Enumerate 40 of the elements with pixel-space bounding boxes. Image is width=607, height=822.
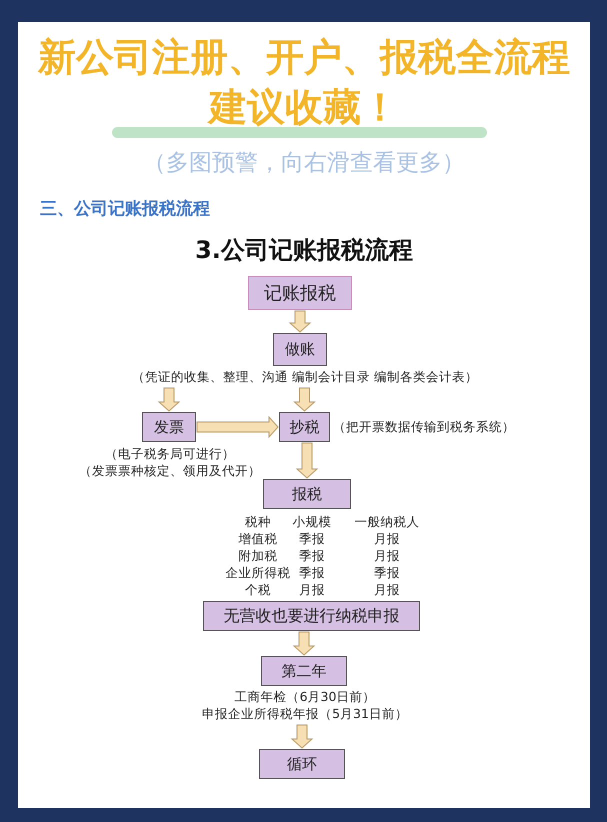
process-box: 循环: [259, 749, 345, 779]
process-box: 报税: [263, 479, 351, 509]
subtitle: （多图预警，向右滑查看更多）: [142, 149, 466, 178]
arrow: [292, 632, 316, 656]
table-cell: 企业所得税: [226, 565, 290, 581]
table-cell: 附加税: [238, 548, 278, 564]
page-title: 新公司注册、开户、报税全流程建议收藏！: [36, 34, 571, 131]
table-cell: 税种: [245, 514, 271, 530]
table-cell: 增值税: [238, 531, 278, 547]
note-text: （发票票种核定、领用及代开）: [78, 463, 262, 479]
arrow: [293, 388, 316, 412]
note-text: （把开票数据传输到税务系统）: [333, 419, 516, 435]
process-box: 抄税: [279, 412, 330, 442]
table-cell: 季报: [299, 565, 325, 581]
process-box: 第二年: [261, 656, 347, 686]
table-cell: 一般纳税人: [354, 514, 420, 530]
table-cell: 月报: [374, 582, 400, 598]
arrow: [158, 388, 180, 412]
table-cell: 月报: [299, 582, 325, 598]
arrow: [290, 724, 314, 749]
diagram-heading: 3.公司记账报税流程: [194, 235, 414, 266]
table-cell: 小规模: [292, 514, 332, 530]
table-cell: 月报: [374, 531, 400, 547]
table-cell: 月报: [374, 548, 400, 564]
process-box: 发票: [142, 412, 196, 442]
table-cell: 个税: [245, 582, 271, 598]
note-text: （凭证的收集、整理、沟通 编制会计目录 编制各类会计表）: [131, 369, 479, 385]
note-text: 工商年检（6月30日前）: [234, 689, 376, 705]
table-cell: 季报: [299, 531, 325, 547]
table-cell: 季报: [374, 565, 400, 581]
arrow: [196, 416, 279, 438]
section-heading: 三、公司记账报税流程: [40, 198, 210, 220]
table-cell: 季报: [299, 548, 325, 564]
note-text: 申报企业所得税年报（5月31日前）: [201, 706, 409, 722]
process-box: 做账: [273, 333, 327, 366]
arrow: [288, 310, 312, 333]
note-text: （电子税务局可进行）: [104, 446, 236, 462]
process-box: 记账报税: [248, 276, 352, 310]
arrow: [296, 442, 318, 479]
process-box: 无营收也要进行纳税申报: [203, 601, 420, 631]
